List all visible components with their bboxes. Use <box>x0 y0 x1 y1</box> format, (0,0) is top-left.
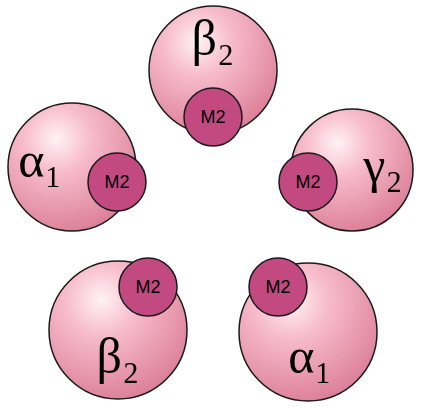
subunit-circle: γ₂ M2 <box>290 108 414 232</box>
m2-helix-circle: M2 <box>183 87 243 147</box>
subunit-circle: β₂ M2 <box>48 260 188 400</box>
subunit-label: α₁ <box>18 135 62 185</box>
helix-label: M2 <box>265 278 290 296</box>
subunit-label: α₁ <box>288 331 332 381</box>
m2-helix-circle: M2 <box>87 152 147 212</box>
subunit-label: γ₂ <box>363 140 403 190</box>
m2-helix-circle: M2 <box>118 257 178 317</box>
subunit-circle: β₂ M2 <box>148 5 278 135</box>
subunit-label: β₂ <box>192 13 235 63</box>
subunit-circle: α₁ M2 <box>7 102 137 232</box>
subunit-label: β₂ <box>97 331 140 381</box>
m2-helix-circle: M2 <box>278 152 338 212</box>
m2-helix-circle: M2 <box>248 257 308 317</box>
helix-label: M2 <box>104 173 129 191</box>
helix-label: M2 <box>135 278 160 296</box>
helix-label: M2 <box>200 108 225 126</box>
subunit-circle: α₁ M2 <box>238 262 378 402</box>
helix-label: M2 <box>295 173 320 191</box>
